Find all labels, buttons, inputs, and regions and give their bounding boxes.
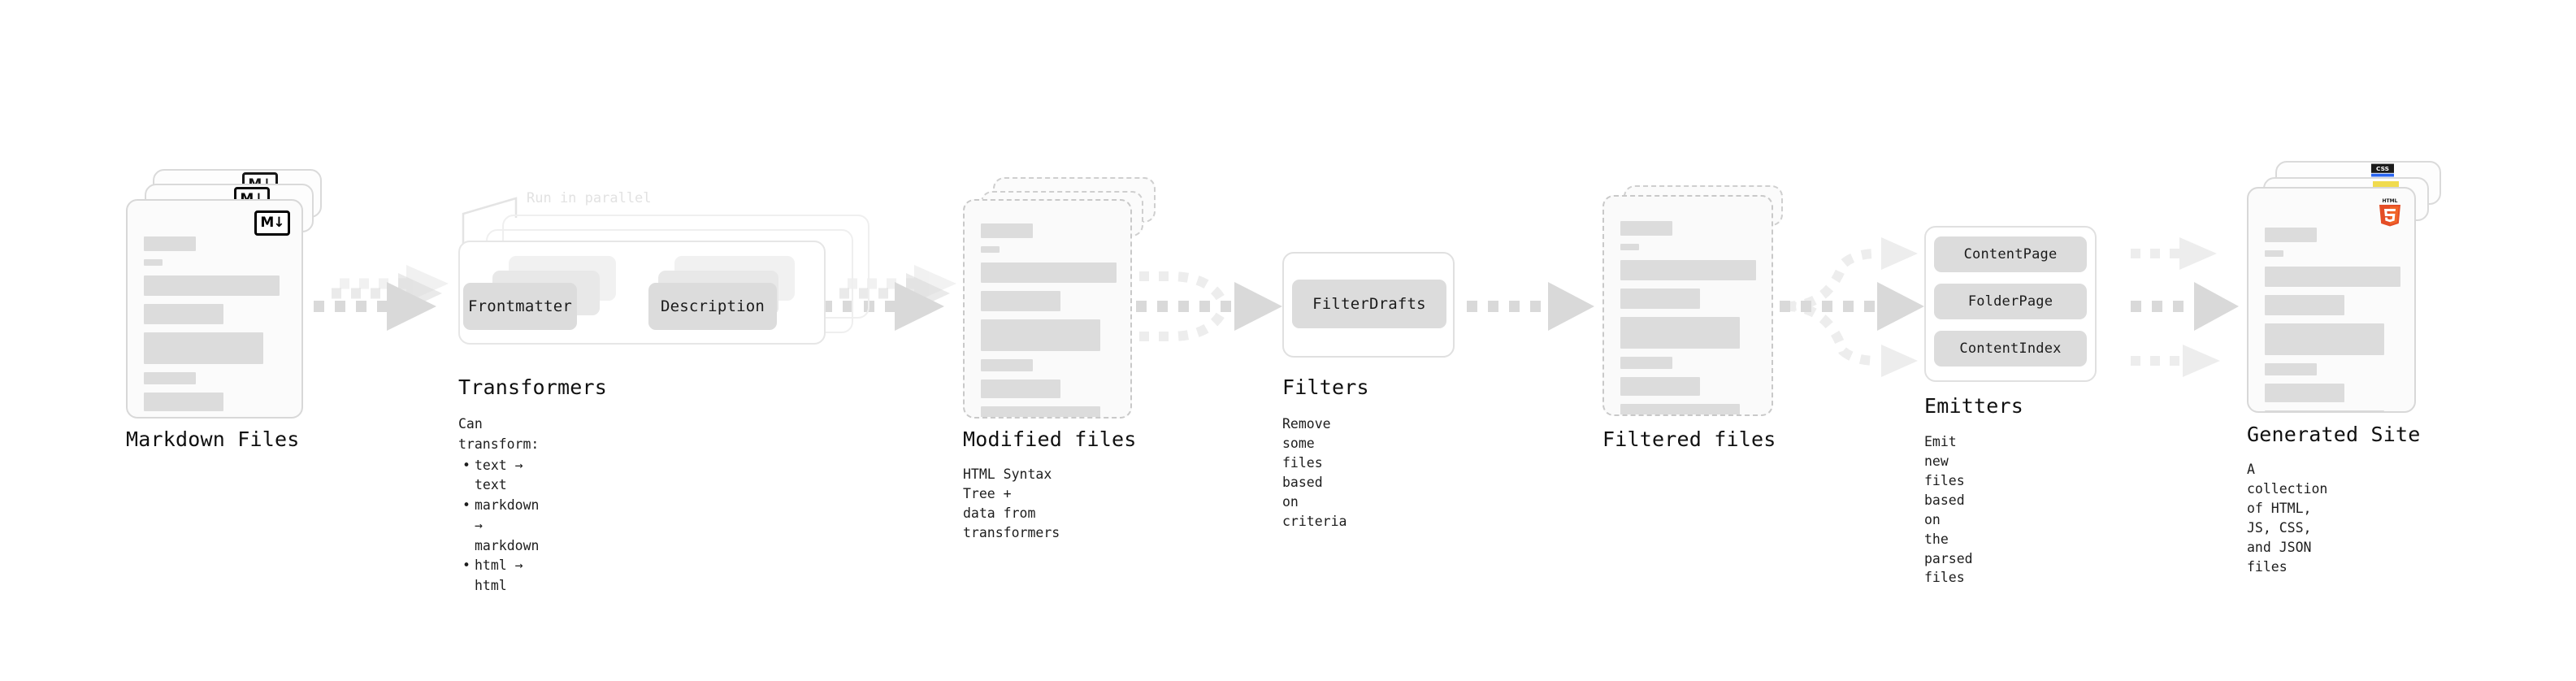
- caption-sub-modified-files: HTML Syntax Tree + data from transformer…: [963, 466, 1060, 540]
- css3-icon: CSS: [2371, 163, 2394, 177]
- svg-text:CSS: CSS: [2376, 165, 2389, 172]
- markdown-file-card: M↓: [126, 199, 303, 419]
- connector-md-to-transformers: [314, 265, 449, 331]
- document-skeleton-lines: [144, 236, 287, 417]
- caption-title-generated-site: Generated Site: [2247, 423, 2421, 446]
- chip-filterdrafts[interactable]: FilterDrafts: [1292, 280, 1446, 328]
- html5-icon: HTML: [2379, 198, 2400, 227]
- caption-title-transformers: Transformers: [458, 375, 608, 399]
- caption-sub-generated-site: A collection of HTML, JS, CSS, and JSON …: [2247, 462, 2328, 575]
- chip-contentpage[interactable]: ContentPage: [1934, 236, 2087, 272]
- generated-site-card: HTML: [2247, 187, 2416, 413]
- modified-file-card: [963, 199, 1132, 419]
- transform-list-lead: Can transform:: [458, 416, 540, 452]
- chip-folderpage[interactable]: FolderPage: [1934, 284, 2087, 319]
- filtered-file-card: [1602, 195, 1773, 416]
- transform-list-item-html: html → html: [462, 556, 539, 596]
- chip-contentindex[interactable]: ContentIndex: [1934, 331, 2087, 367]
- caption-list-transformers: Can transform: text → text markdown → ma…: [458, 414, 539, 596]
- caption-title-markdown-files: Markdown Files: [126, 427, 300, 451]
- document-skeleton-lines: [1620, 221, 1757, 414]
- markdown-badge: M↓: [254, 210, 290, 236]
- document-skeleton-lines: [2265, 228, 2400, 411]
- connector-filtered-to-emitters: [1780, 237, 1924, 377]
- caption-sub-filters: Remove some files based on criteria: [1282, 416, 1347, 529]
- caption-sub-emitters: Emit new files based on the parsed files: [1924, 434, 1973, 586]
- chip-description[interactable]: Description: [648, 283, 777, 330]
- svg-text:HTML: HTML: [2383, 198, 2398, 204]
- connector-emitters-to-site: [2131, 237, 2239, 377]
- document-skeleton-lines: [981, 223, 1117, 417]
- caption-title-emitters: Emitters: [1924, 394, 2024, 418]
- run-in-parallel-label: Run in parallel: [527, 190, 652, 206]
- connector-modified-to-filters: [1136, 271, 1282, 341]
- transform-list-item-markdown: markdown → markdown: [462, 496, 540, 556]
- caption-title-filters: Filters: [1282, 375, 1369, 399]
- caption-title-modified-files: Modified files: [963, 427, 1137, 451]
- chip-frontmatter[interactable]: Frontmatter: [463, 283, 577, 330]
- caption-title-filtered-files: Filtered files: [1602, 427, 1776, 451]
- connector-filters-to-filtered: [1467, 282, 1594, 331]
- transform-list-item-text: text → text: [462, 456, 539, 497]
- transform-list: text → text markdown → markdown html → h…: [458, 456, 540, 596]
